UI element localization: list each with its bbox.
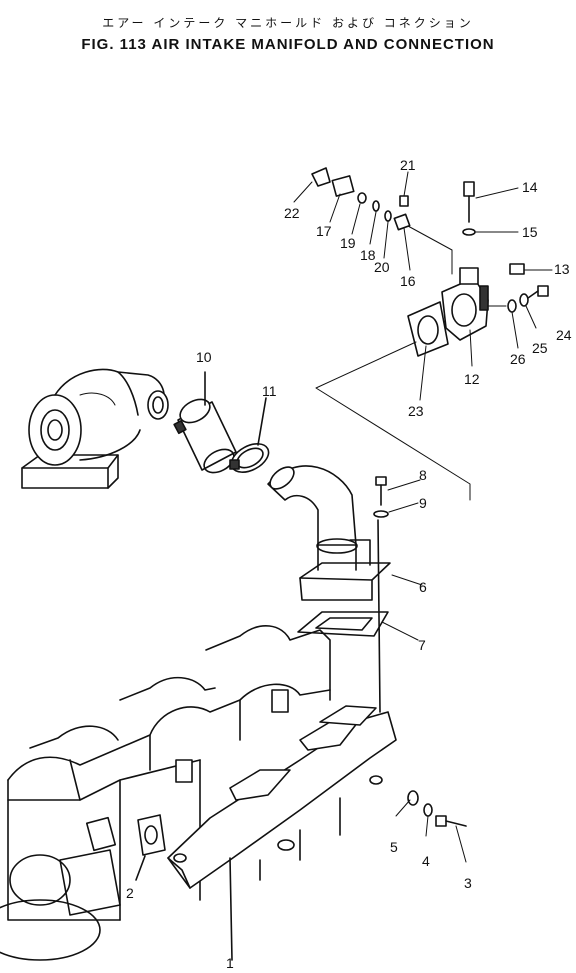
part-15-washer: [462, 228, 476, 236]
elbow-pipe: [267, 465, 391, 601]
callout-labels: 1 2 3 4 5 6 7 8 9 10 11 12 13 14 15 16 1…: [126, 157, 572, 971]
engine-block: [0, 625, 331, 961]
callout-16: 16: [400, 273, 416, 289]
part-8-bolt: [375, 476, 387, 506]
callout-6: 6: [419, 579, 427, 595]
callout-17: 17: [316, 223, 332, 239]
callout-23: 23: [408, 403, 424, 419]
part-10-hose: [173, 371, 237, 474]
part-22-elbow: [311, 167, 331, 187]
part-17-union: [331, 175, 355, 197]
callout-18: 18: [360, 247, 376, 263]
part-3-bolt: [435, 815, 467, 827]
part-12-adapter: [441, 267, 489, 341]
part-24-bolt: [527, 285, 549, 299]
callout-3: 3: [464, 875, 472, 891]
part-18-seal: [372, 200, 380, 212]
callout-1: 1: [226, 955, 234, 971]
callout-4: 4: [422, 853, 430, 869]
callout-8: 8: [419, 467, 427, 483]
callout-11: 11: [262, 383, 277, 399]
callout-15: 15: [522, 224, 538, 240]
leader-lines: [293, 171, 553, 863]
callout-26: 26: [510, 351, 526, 367]
part-1-intake-manifold: [167, 519, 397, 961]
callout-12: 12: [464, 371, 480, 387]
part-11-clamp: [229, 397, 270, 473]
part-5-washer: [407, 790, 419, 806]
part-2-gasket: [135, 814, 166, 881]
callout-20: 20: [374, 259, 390, 275]
callout-9: 9: [419, 495, 427, 511]
callout-13: 13: [554, 261, 570, 277]
callout-24: 24: [556, 327, 572, 343]
figure-title: FIG. 113 AIR INTAKE MANIFOLD AND CONNECT…: [81, 36, 495, 53]
callout-19: 19: [340, 235, 356, 251]
part-25-washer: [519, 293, 529, 307]
part-23-gasket: [407, 301, 449, 357]
part-14-sensor: [463, 181, 475, 223]
part-20-oring: [384, 210, 392, 222]
part-9-washer: [373, 510, 389, 518]
part-26-washer: [507, 299, 517, 313]
callout-2: 2: [126, 885, 134, 901]
assembly-lines: [315, 225, 507, 501]
callout-21: 21: [400, 157, 416, 173]
part-4-lockwasher: [423, 803, 433, 817]
callout-10: 10: [196, 349, 212, 365]
callout-14: 14: [522, 179, 538, 195]
callout-22: 22: [284, 205, 300, 221]
turbocharger: [21, 368, 169, 489]
callout-5: 5: [390, 839, 398, 855]
callout-25: 25: [532, 340, 548, 356]
callout-7: 7: [418, 637, 426, 653]
part-19-washer: [357, 192, 367, 204]
part-21-plug: [399, 195, 409, 207]
japanese-title: エアー インテーク マニホールド および コネクション: [102, 16, 474, 30]
part-16-fitting: [393, 213, 411, 231]
part-13-plug: [509, 263, 525, 275]
